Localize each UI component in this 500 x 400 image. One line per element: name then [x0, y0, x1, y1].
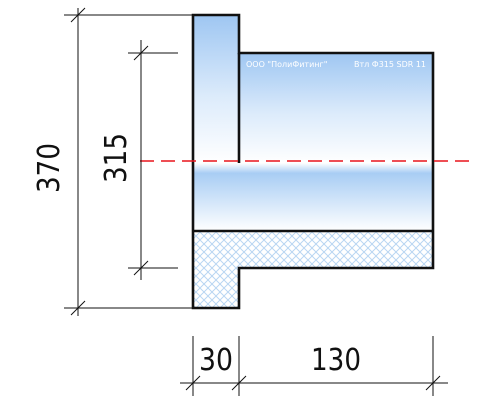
- pipe-wall: [193, 163, 433, 231]
- flange-upper: [193, 15, 239, 163]
- dimension-label-315: 315: [99, 133, 134, 183]
- dimension-overall-diameter: [64, 7, 193, 316]
- hatched-section: [193, 231, 433, 308]
- dimension-lengths: [180, 336, 448, 396]
- spec-marking: Втл Ф315 SDR 11: [354, 60, 426, 69]
- dimension-label-30: 30: [199, 343, 233, 378]
- manufacturer-marking: ООО "ПолиФитинг": [246, 60, 327, 69]
- part-outline: [191, 13, 435, 310]
- dimension-label-370: 370: [32, 143, 67, 193]
- dimension-label-130: 130: [311, 343, 361, 378]
- spigot-upper: [239, 53, 433, 163]
- dimension-pipe-diameter: [128, 40, 178, 280]
